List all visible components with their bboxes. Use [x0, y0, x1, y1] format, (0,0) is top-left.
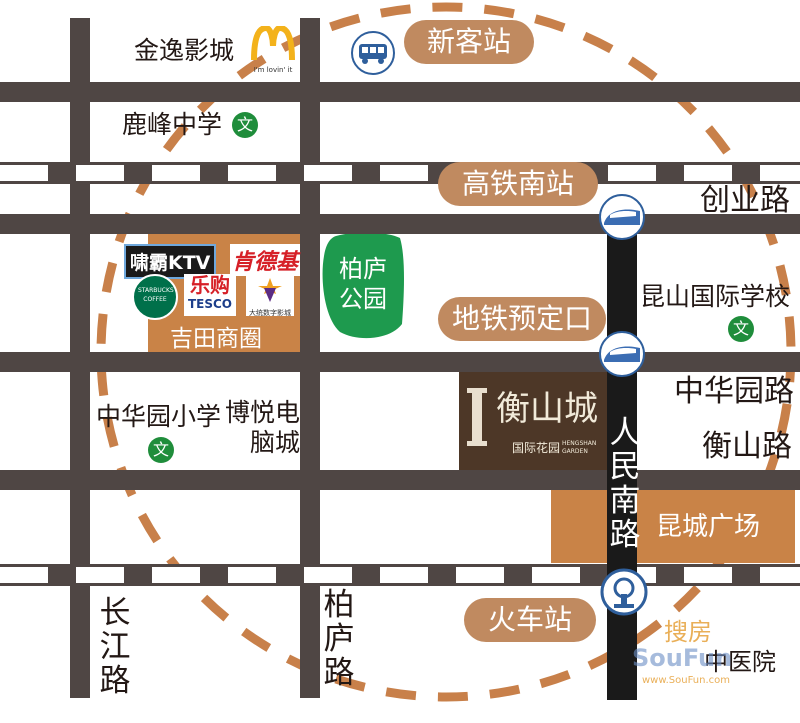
watermark-cn: 搜房: [664, 618, 712, 646]
ktv-logo: 啸霸KTV: [124, 244, 217, 279]
metro-line: [607, 210, 637, 700]
mcdonalds-slogan: I'm lovin' it: [253, 66, 293, 74]
railway-station-icon: [600, 568, 648, 616]
road-top: [0, 82, 800, 102]
project-english: HENGSHAN GARDEN: [562, 440, 597, 455]
mcdonalds-logo: I'm lovin' it: [248, 24, 298, 76]
starbucks-text: STARBUCKS COFFEE: [138, 287, 174, 303]
watermark-url: www.SouFun.com: [642, 675, 731, 686]
cinema-label: 金逸影城: [134, 36, 235, 65]
bus-icon: [351, 31, 395, 75]
kfc-logo: 肯德基: [230, 244, 301, 276]
watermark-brand: SouFun: [632, 644, 733, 672]
hsr-station-label: 高铁南站: [438, 162, 598, 206]
metro-train-icon: [599, 331, 645, 377]
railway-south: [0, 564, 800, 586]
project-subtitle: 国际花园: [512, 441, 561, 455]
hospital-label: 中医院: [704, 648, 776, 676]
mcdonalds-arches-icon: [251, 24, 295, 61]
project-name: 衡山城: [496, 389, 598, 429]
kuncheng-label: 昆城广场: [656, 512, 761, 542]
road-zhonghuayuan: [0, 352, 800, 372]
digital-cinema-text: 大统数字影城: [249, 309, 291, 317]
road-label-zhonghuayuan: 中华园路: [674, 374, 794, 409]
road-hengshan: [0, 470, 800, 490]
railway-north: [0, 162, 800, 184]
tesco-text: TESCO: [187, 297, 233, 311]
road-label-bailu: 柏庐路: [323, 587, 355, 691]
lufeng-school-label: 鹿峰中学: [122, 110, 223, 139]
park-label: 柏庐公园: [339, 255, 387, 313]
bus-station-label: 新客站: [404, 20, 534, 64]
road-bailu: [300, 18, 320, 698]
park-shape: [322, 232, 404, 339]
jitian-label: 吉田商圈: [170, 326, 262, 352]
digital-cinema-logo: 大统数字影城: [246, 276, 294, 317]
road-chuangye: [0, 214, 800, 234]
starbucks-logo: STARBUCKS COFFEE: [132, 274, 178, 320]
school-icon: 文: [728, 316, 754, 342]
boyue-label: 博悦电脑城: [224, 398, 300, 457]
school-icon: 文: [148, 437, 174, 463]
metro-station-label: 地铁预定口: [438, 297, 606, 341]
road-label-changjiang: 长江路: [99, 595, 131, 699]
zhonghuayuan-school-label: 中华园小学: [96, 402, 222, 431]
train-station-label: 火车站: [464, 598, 596, 642]
legou-logo: 乐购 TESCO: [184, 274, 236, 316]
kuncheng-block: [551, 490, 795, 563]
kunshan-intl-school-label: 昆山国际学校: [640, 282, 791, 311]
road-label-renmin-south: 人民南路: [609, 415, 641, 553]
cinema-star-icon: [258, 278, 282, 302]
road-label-hengshan: 衡山路: [702, 429, 792, 464]
road-label-chuangye: 创业路: [700, 183, 790, 218]
legou-text: 乐购: [190, 273, 230, 297]
school-icon: 文: [232, 112, 258, 138]
high-speed-train-icon: [599, 194, 645, 240]
pillar-icon: [467, 388, 487, 446]
road-changjiang: [70, 18, 90, 698]
